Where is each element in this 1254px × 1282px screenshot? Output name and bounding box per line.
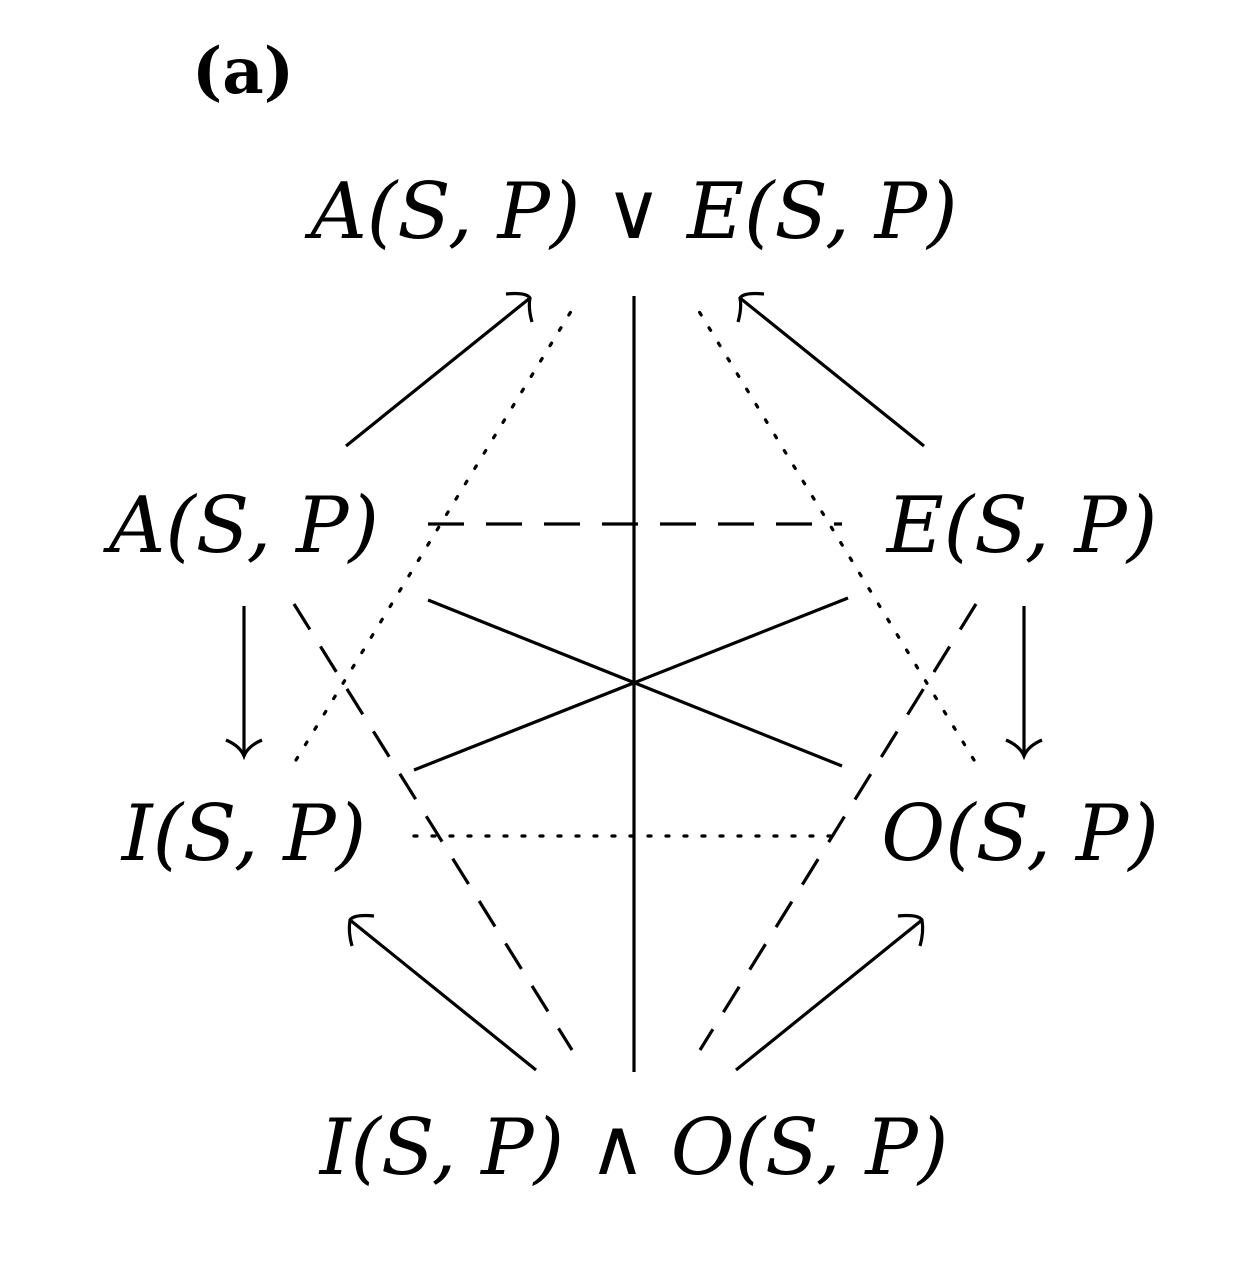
node-i-and-o: I(S, P) ∧ O(S, P) xyxy=(319,1103,949,1193)
arrow-e-to-top xyxy=(738,296,926,448)
arrowhead-e-to-top xyxy=(736,291,765,323)
arrow-bottom-to-o xyxy=(734,918,924,1072)
arrowhead-bottom-to-i xyxy=(347,913,375,947)
panel-label: (a) xyxy=(192,34,295,109)
node-i: I(S, P) xyxy=(121,789,367,879)
contradiction-line-e-i xyxy=(413,596,849,772)
node-a: A(S, P) xyxy=(109,481,379,571)
contrariety-line-e-bottom xyxy=(698,603,978,1051)
node-e: E(S, P) xyxy=(886,481,1158,571)
arrowhead-a-to-top xyxy=(505,291,534,323)
arrowhead-bottom-to-o xyxy=(897,913,925,947)
arrow-bottom-to-i xyxy=(348,918,538,1072)
subcontrariety-line-o-top xyxy=(690,298,976,762)
arrowhead-e-to-o xyxy=(1005,738,1043,761)
contrariety-line-a-bottom xyxy=(292,603,574,1051)
subcontrariety-line-i-top xyxy=(294,298,580,762)
arrowhead-a-to-i xyxy=(225,738,263,761)
node-a-or-e: A(S, P) ∨ E(S, P) xyxy=(310,167,958,257)
node-o: O(S, P) xyxy=(881,789,1159,879)
arrow-a-to-top xyxy=(344,296,532,448)
